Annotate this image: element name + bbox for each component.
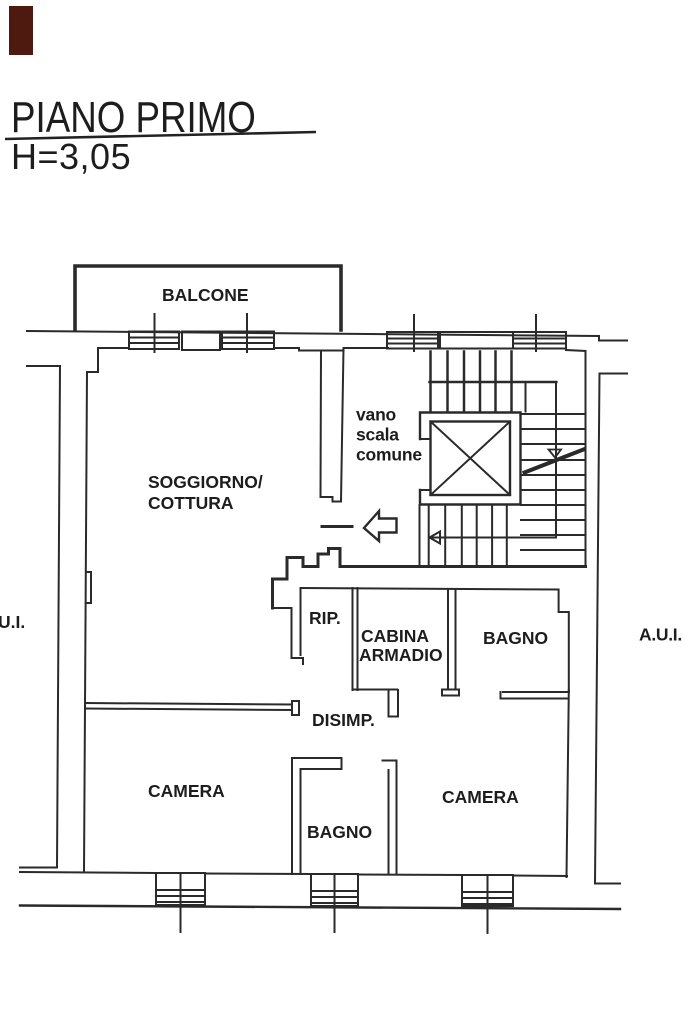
svg-text:vano: vano xyxy=(356,405,396,425)
svg-text:CAMERA: CAMERA xyxy=(442,787,519,807)
svg-text:ARMADIO: ARMADIO xyxy=(359,645,443,665)
svg-text:COTTURA: COTTURA xyxy=(148,493,234,513)
svg-text:scala: scala xyxy=(356,425,399,445)
svg-text:BAGNO: BAGNO xyxy=(483,628,548,648)
svg-text:RIP.: RIP. xyxy=(309,608,341,628)
svg-text:comune: comune xyxy=(356,445,422,465)
svg-text:BALCONE: BALCONE xyxy=(162,285,249,305)
svg-text:A.U.I.: A.U.I. xyxy=(639,625,682,645)
svg-text:CAMERA: CAMERA xyxy=(148,781,225,801)
svg-text:BAGNO: BAGNO xyxy=(307,822,372,842)
svg-text:CABINA: CABINA xyxy=(361,626,429,646)
svg-text:U.I.: U.I. xyxy=(0,612,25,632)
svg-text:H=3,05: H=3,05 xyxy=(11,136,131,177)
svg-text:SOGGIORNO/: SOGGIORNO/ xyxy=(148,472,263,492)
svg-text:DISIMP.: DISIMP. xyxy=(312,710,375,730)
